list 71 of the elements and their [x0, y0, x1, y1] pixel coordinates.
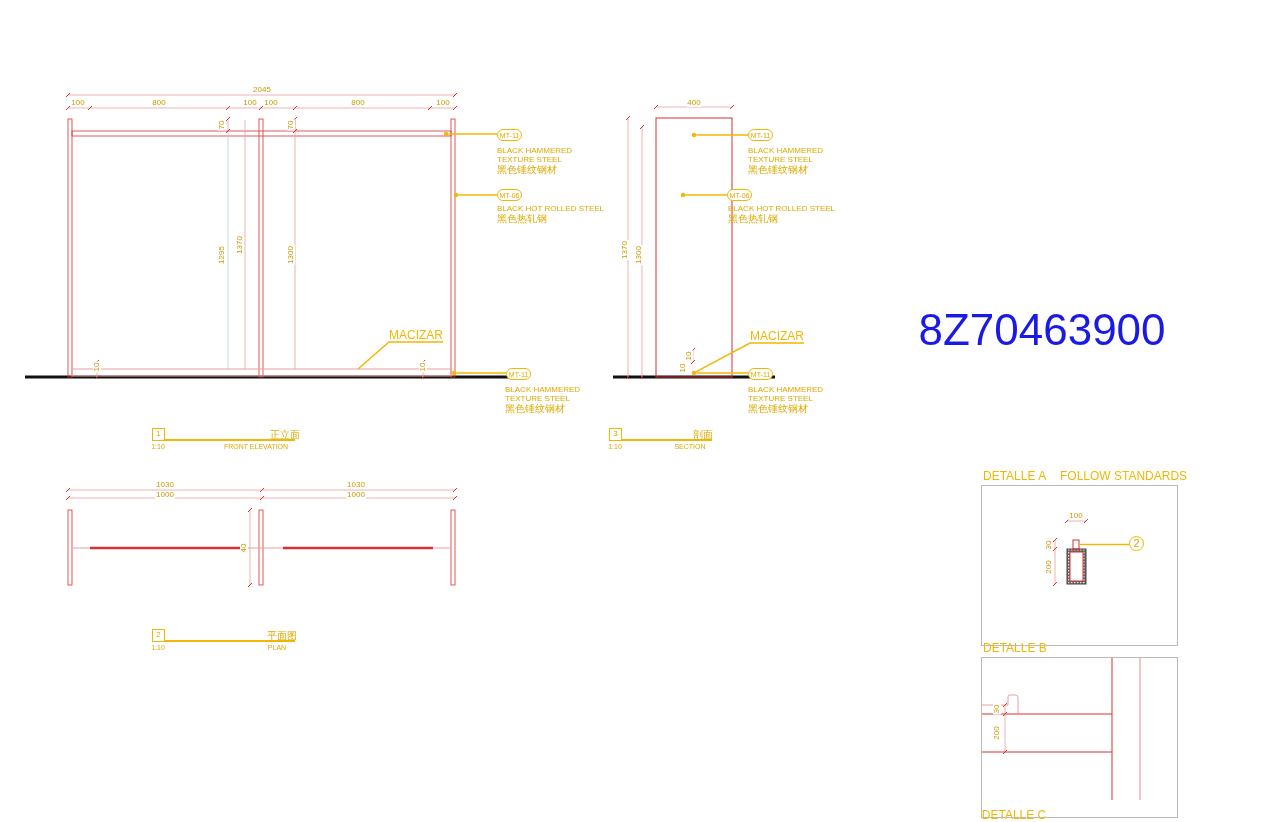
callout-number: 2 — [1129, 536, 1144, 551]
anchor-dot — [691, 132, 697, 138]
material-description: 黑色锤纹钢材 — [505, 404, 565, 414]
dimension-label: 1000 — [346, 491, 366, 499]
dimension-label: 100 — [435, 99, 451, 107]
dimension-label: 400 — [686, 99, 702, 107]
dimension-label: 30 — [1045, 539, 1053, 551]
detail-heading: DETALLE A — [983, 469, 1047, 483]
dimension-label: 1370 — [621, 240, 629, 260]
leader-line — [684, 194, 728, 196]
callout-text: MACIZAR — [750, 329, 804, 343]
view-number: 1 — [152, 428, 165, 441]
dimension-label: 800 — [151, 99, 167, 107]
material-description: 黑色热轧钢 — [728, 214, 778, 224]
dimension-label: 1295 — [218, 245, 226, 265]
dimension-label: 10 — [419, 361, 427, 373]
dimension-label: 40 — [240, 542, 248, 554]
view-number: 3 — [609, 428, 622, 441]
dimension-label: 1000 — [155, 491, 175, 499]
dimension-label: 1300 — [635, 245, 643, 265]
dimension-label: 1370 — [236, 235, 244, 255]
anchor-dot — [680, 192, 686, 198]
dimension-label: 200 — [993, 725, 1001, 741]
leader-line — [695, 342, 805, 373]
dimension-label: 100 — [1068, 512, 1084, 520]
dimension-label: 200 — [1045, 559, 1053, 575]
dimension-label: 1300 — [287, 245, 295, 265]
material-description: BLACK HAMMERED TEXTURE STEEL — [505, 385, 582, 403]
callout-text: MACIZAR — [389, 328, 443, 342]
material-description: BLACK HOT ROLLED STEEL — [497, 204, 605, 213]
stud-profile — [1072, 539, 1080, 550]
view-title: 剖面 — [693, 430, 713, 440]
dimension-label: 100 — [263, 99, 279, 107]
material-description: 黑色锤纹钢材 — [748, 165, 808, 175]
material-description: BLACK HAMMERED TEXTURE STEEL — [748, 146, 825, 164]
detail-heading: DETALLE C — [981, 809, 1047, 821]
leader-line — [447, 133, 498, 135]
material-description: 黑色热轧钢 — [497, 214, 547, 224]
dimension-label: 70 — [287, 119, 295, 131]
dimension-label: 10 — [93, 361, 101, 373]
dimension-label: 100 — [70, 99, 86, 107]
dimension-label: 2045 — [252, 86, 272, 94]
dimension-label: 10 — [679, 362, 687, 374]
material-description: BLACK HAMMERED TEXTURE STEEL — [497, 146, 574, 164]
reference-code: 8Z70463900 — [918, 308, 1166, 352]
view-title: 正立面 — [270, 430, 300, 440]
leader-line — [695, 372, 749, 374]
leader-line — [357, 341, 444, 370]
dimension-label: 30 — [993, 703, 1001, 715]
material-description: 黑色锤纹钢材 — [748, 404, 808, 414]
view-title: 平面图 — [267, 631, 297, 641]
leader-line — [1079, 543, 1130, 546]
anchor-dot — [691, 370, 697, 376]
material-description: 黑色锤纹钢材 — [497, 165, 557, 175]
anchor-dot — [451, 370, 457, 376]
dimension-label: 70 — [218, 119, 226, 131]
material-description: BLACK HOT ROLLED STEEL — [728, 204, 836, 213]
leader-line — [695, 134, 749, 136]
anchor-dot — [443, 131, 449, 137]
dimension-label: 1030 — [346, 481, 366, 489]
detail-heading: DETALLE B — [983, 641, 1047, 655]
detail-note: FOLLOW STANDARDS — [1060, 469, 1188, 483]
leader-line — [455, 372, 507, 374]
dimension-label: 1030 — [155, 481, 175, 489]
anchor-dot — [453, 192, 459, 198]
dimension-label: 800 — [350, 99, 366, 107]
material-description: BLACK HAMMERED TEXTURE STEEL — [748, 385, 825, 403]
dimension-label: 100 — [242, 99, 258, 107]
leader-line — [457, 194, 498, 196]
view-number: 2 — [152, 629, 165, 642]
dimension-label: 10 — [685, 350, 693, 362]
